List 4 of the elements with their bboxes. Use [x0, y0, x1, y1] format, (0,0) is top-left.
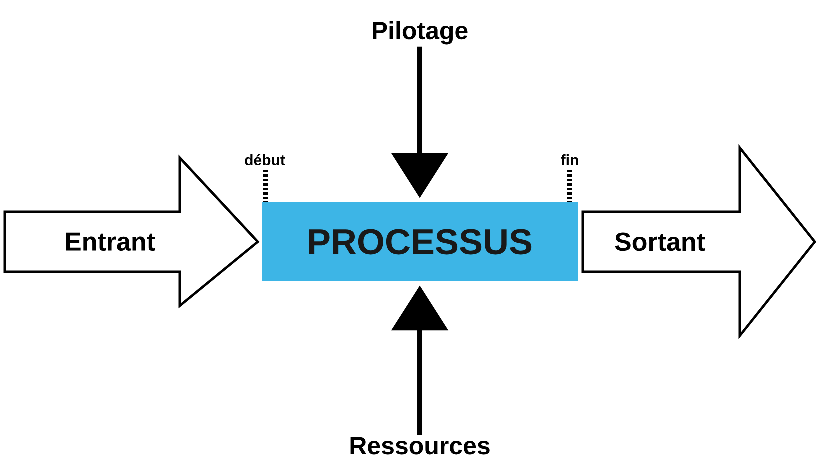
process-box: PROCESSUS [262, 202, 578, 282]
input-label: Ressources [350, 437, 490, 455]
marker-label: fin [561, 154, 578, 166]
input-label: Pilotage [373, 21, 468, 45]
